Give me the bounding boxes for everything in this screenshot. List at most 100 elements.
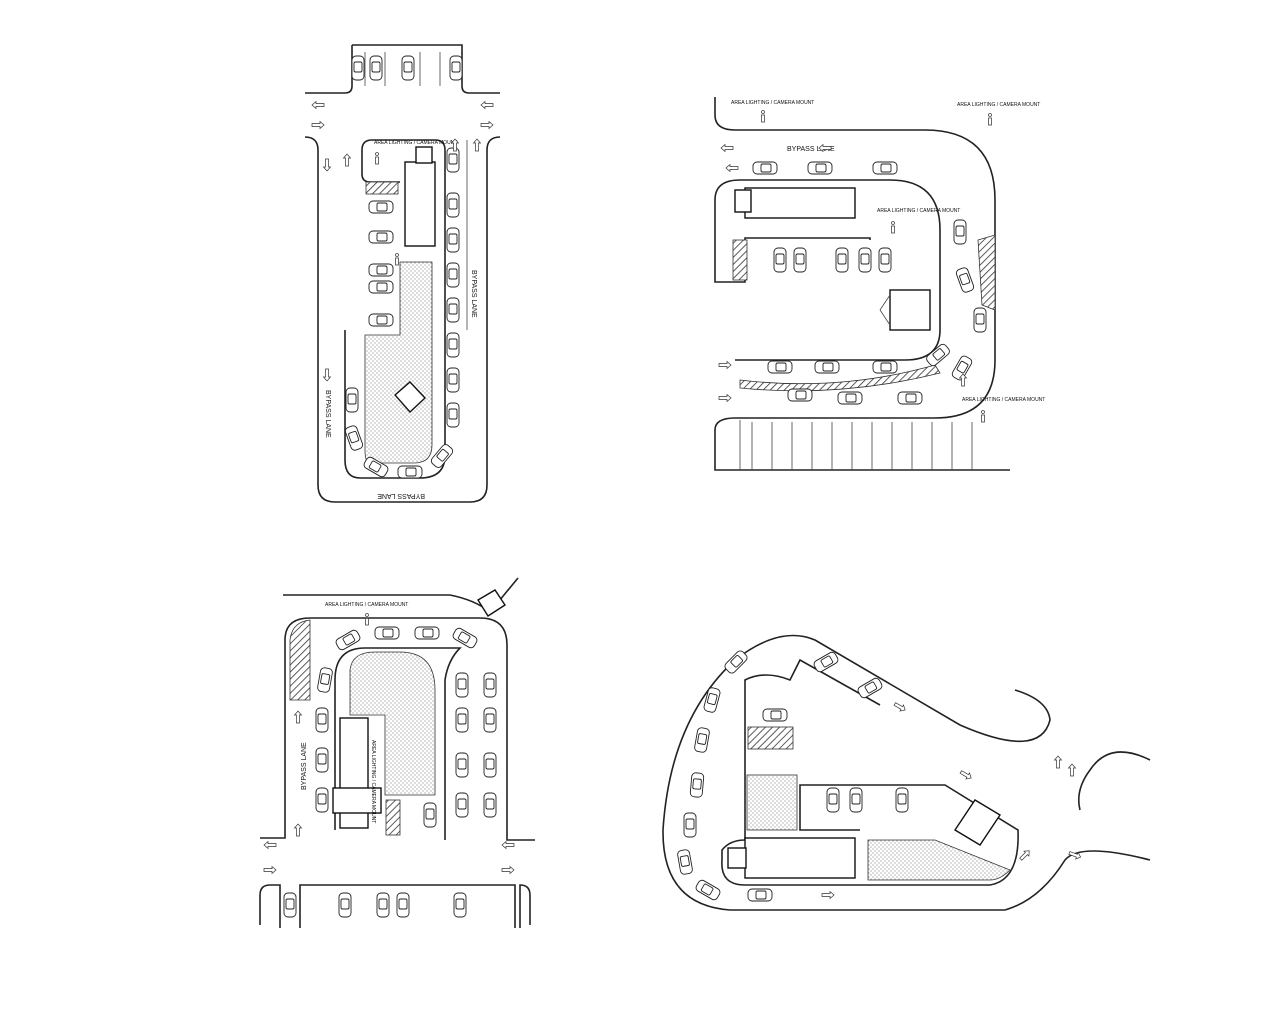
direction-arrow-icon (501, 840, 515, 850)
car-icon (695, 879, 721, 901)
site-plan-2: AREA LIGHTING / CAMERA MOUNT AREA LIGHTI… (714, 97, 1045, 471)
car-icon (344, 425, 364, 451)
car-icon (926, 343, 950, 367)
car-icon (762, 708, 788, 722)
car-icon (452, 627, 478, 649)
light-pole-icon (375, 152, 379, 165)
direction-arrow-icon (342, 153, 352, 167)
car-icon (446, 147, 460, 173)
light-pole-icon (395, 253, 399, 266)
car-icon (747, 888, 773, 902)
car-icon (397, 465, 423, 479)
direction-arrow-icon (480, 120, 494, 130)
direction-arrow-icon (501, 865, 515, 875)
car-icon (315, 747, 329, 773)
direction-arrow-icon (263, 840, 277, 850)
car-icon (315, 787, 329, 813)
car-icon (430, 444, 454, 468)
car-icon (483, 792, 497, 818)
lighting-label: AREA LIGHTING / CAMERA MOUNT (877, 208, 960, 214)
car-icon (724, 650, 748, 674)
car-icon (446, 262, 460, 288)
car-icon (455, 752, 469, 778)
car-icon (283, 892, 297, 918)
direction-arrow-icon (263, 865, 277, 875)
car-icon (368, 263, 394, 277)
lighting-label: AREA LIGHTING / CAMERA MOUNT (370, 740, 376, 823)
car-icon (455, 672, 469, 698)
direction-arrow-icon (958, 373, 968, 387)
car-icon (345, 387, 359, 413)
car-icon (315, 707, 329, 733)
car-icon (449, 55, 463, 81)
lighting-label: AREA LIGHTING / CAMERA MOUNT (731, 100, 814, 106)
site-plan-1: AREA LIGHTING / CAMERA MOUNT BYPASS LANE… (304, 44, 501, 503)
car-icon (376, 892, 390, 918)
car-icon (338, 892, 352, 918)
car-icon (368, 200, 394, 214)
car-icon (895, 787, 909, 813)
car-icon (807, 161, 833, 175)
direction-arrow-icon (718, 393, 732, 403)
car-icon (813, 651, 839, 673)
car-icon (837, 391, 863, 405)
car-icon (374, 626, 400, 640)
car-icon (858, 247, 872, 273)
direction-arrow-icon (480, 100, 494, 110)
direction-arrow-icon (472, 138, 482, 152)
car-icon (955, 267, 975, 293)
light-pole-icon (988, 113, 992, 126)
car-icon (368, 313, 394, 327)
direction-arrow-icon (311, 100, 325, 110)
car-icon (401, 55, 415, 81)
light-pole-icon (891, 221, 895, 234)
car-icon (455, 707, 469, 733)
direction-arrow-icon (718, 360, 732, 370)
car-icon (694, 727, 710, 753)
car-icon (368, 230, 394, 244)
car-icon (793, 247, 807, 273)
direction-arrow-icon (818, 143, 832, 153)
car-icon (689, 772, 705, 798)
lighting-label: AREA LIGHTING / CAMERA MOUNT (957, 102, 1040, 108)
car-icon (363, 456, 389, 478)
bypass-lane-label: BYPASS LANE (301, 742, 308, 790)
car-icon (703, 687, 721, 713)
direction-arrow-icon (1067, 763, 1077, 777)
car-icon (872, 161, 898, 175)
car-icon (483, 672, 497, 698)
car-icon (897, 391, 923, 405)
car-icon (951, 355, 973, 381)
direction-arrow-icon (1019, 850, 1030, 861)
direction-arrow-icon (293, 823, 303, 837)
car-icon (872, 360, 898, 374)
direction-arrow-icon (311, 120, 325, 130)
site-plan-4 (662, 634, 1151, 911)
light-pole-icon (761, 110, 765, 123)
car-icon (677, 849, 693, 875)
direction-arrow-icon (1053, 755, 1063, 769)
car-icon (455, 792, 469, 818)
car-icon (446, 227, 460, 253)
car-icon (787, 388, 813, 402)
car-icon (835, 247, 849, 273)
bypass-lane-label: BYPASS LANE (324, 390, 331, 438)
car-icon (483, 707, 497, 733)
direction-arrow-icon (1068, 851, 1082, 860)
lighting-label: AREA LIGHTING / CAMERA MOUNT (374, 140, 457, 146)
car-icon (878, 247, 892, 273)
car-icon (752, 161, 778, 175)
car-icon (446, 367, 460, 393)
car-icon (814, 360, 840, 374)
bypass-lane-label: BYPASS LANE (377, 492, 425, 499)
car-icon (857, 677, 883, 699)
car-icon (414, 626, 440, 640)
site-plan-3: AREA LIGHTING / CAMERA MOUNT AREA LIGHTI… (259, 577, 535, 928)
car-icon (973, 307, 987, 333)
direction-arrow-icon (450, 138, 460, 152)
car-icon (368, 280, 394, 294)
direction-arrow-icon (959, 770, 972, 780)
direction-arrow-icon (322, 158, 332, 172)
direction-arrow-icon (322, 368, 332, 382)
